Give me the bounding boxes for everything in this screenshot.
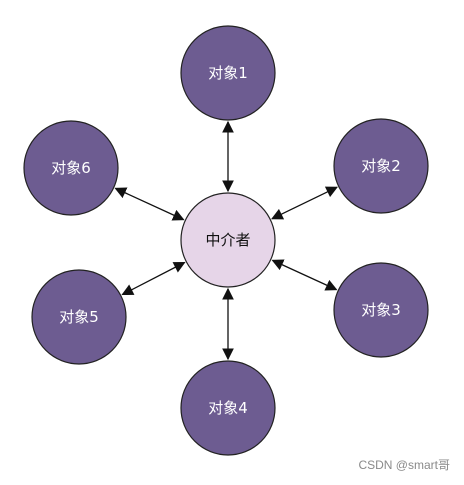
object-label: 对象1 xyxy=(208,64,248,82)
object-circle xyxy=(333,118,429,214)
object-node-3: 对象3 xyxy=(333,262,429,358)
object-label: 对象6 xyxy=(51,159,91,177)
object-circle xyxy=(180,25,276,121)
edge-mediator-object5 xyxy=(121,261,186,296)
mediator-circle xyxy=(180,192,276,288)
mediator-label: 中介者 xyxy=(205,231,250,249)
object-node-4: 对象4 xyxy=(180,360,276,456)
object-circle xyxy=(23,120,119,216)
watermark-text: CSDN @smart哥 xyxy=(358,458,450,472)
object-node-6: 对象6 xyxy=(23,120,119,216)
object-label: 对象5 xyxy=(59,308,99,326)
object-node-2: 对象2 xyxy=(333,118,429,214)
edge-mediator-object6 xyxy=(114,187,185,221)
edges-group xyxy=(114,120,338,361)
object-label: 对象3 xyxy=(361,301,401,319)
object-circle xyxy=(31,269,127,365)
object-node-1: 对象1 xyxy=(180,25,276,121)
edge-mediator-object3 xyxy=(271,259,338,291)
object-circle xyxy=(333,262,429,358)
object-circle xyxy=(180,360,276,456)
nodes-group: 对象1 对象2 对象3 对象4 对象5 对象6 中介者 xyxy=(23,25,429,456)
object-label: 对象4 xyxy=(208,399,248,417)
mediator-node: 中介者 xyxy=(180,192,276,288)
edge-mediator-object2 xyxy=(271,186,338,220)
object-node-5: 对象5 xyxy=(31,269,127,365)
object-label: 对象2 xyxy=(361,157,401,175)
